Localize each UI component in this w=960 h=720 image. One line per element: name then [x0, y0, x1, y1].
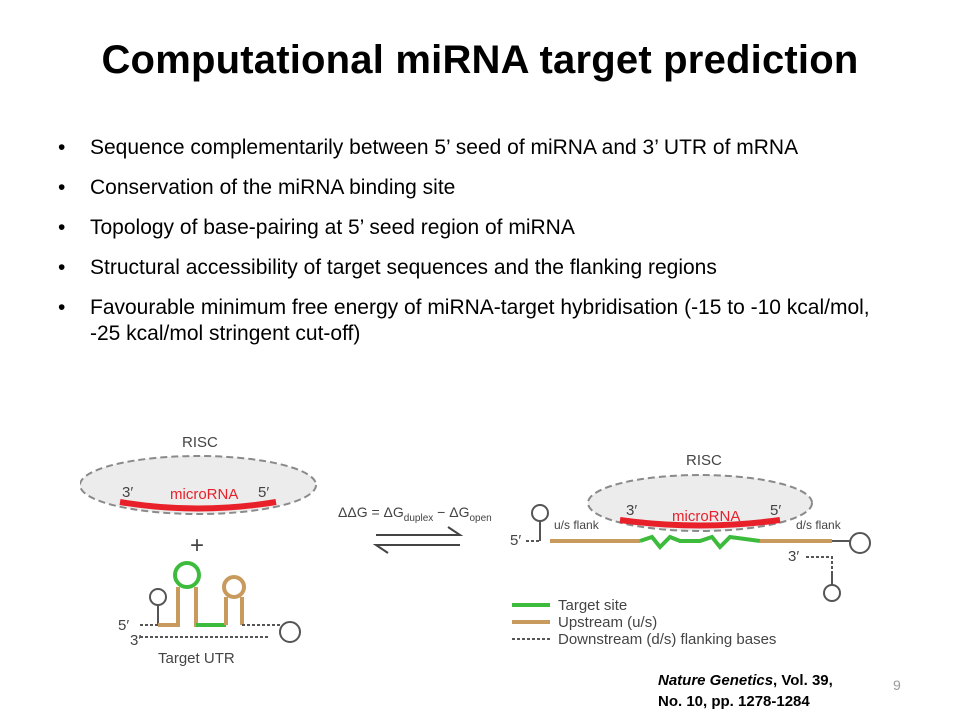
mrna-return-line — [806, 556, 833, 571]
hairpin-stem-3 — [224, 597, 244, 625]
bullet-item: •Structural accessibility of target sequ… — [58, 256, 717, 279]
plus-sign: + — [190, 532, 204, 559]
mrna-five-prime: 5′ — [510, 532, 521, 549]
hairpin-loop-3 — [222, 575, 246, 599]
right-hairpin-loop-3 — [823, 584, 841, 602]
hairpin-loop-end — [279, 621, 301, 643]
slide-title: Computational miRNA target prediction — [101, 38, 859, 82]
us-flank-label: u/s flank — [554, 518, 600, 532]
page-number: 9 — [893, 677, 901, 693]
five-prime-right: 5′ — [770, 502, 781, 519]
bullet-dot: • — [58, 296, 66, 319]
citation-journal: Nature Genetics — [658, 672, 774, 689]
mirna-label-right: microRNA — [672, 508, 740, 525]
bullet-dot: • — [58, 176, 66, 199]
risc-complex-right — [587, 474, 813, 532]
citation-line-2: No. 10, pp. 1278-1284 — [658, 693, 810, 710]
right-hairpin-loop-2 — [849, 532, 871, 554]
risc-label-left: RISC — [182, 434, 218, 451]
ds-flank-label: d/s flank — [796, 518, 842, 532]
energy-equation: ΔΔG = ΔGduplex − ΔGopen — [338, 504, 492, 524]
bullet-list: •Sequence complementarily between 5’ see… — [58, 135, 898, 361]
utr-five-prime: 5′ — [118, 617, 129, 634]
reverse-arrow — [372, 544, 460, 554]
bullet-item: •Topology of base-pairing at 5’ seed reg… — [58, 216, 575, 239]
risc-complex-left — [80, 455, 317, 515]
forward-arrow — [376, 526, 464, 536]
right-hairpin-loop-1 — [531, 504, 549, 522]
three-prime-left: 3′ — [122, 484, 133, 501]
legend-label-downstream: Downstream (d/s) flanking bases — [558, 631, 776, 648]
figure-diagram: RISC 3′ microRNA 5′ + 5′ 3′ Target UTR Δ… — [80, 434, 871, 667]
mirna-label-left: microRNA — [170, 486, 238, 503]
bullet-item: •Favourable minimum free energy of miRNA… — [58, 296, 870, 345]
hairpin-loop-2 — [173, 561, 201, 589]
bullet-dot: • — [58, 136, 66, 159]
citation-volume: , Vol. 39, — [773, 672, 833, 689]
bullet-dot: • — [58, 256, 66, 279]
five-prime-left: 5′ — [258, 484, 269, 501]
mirna-strand-left — [119, 499, 277, 512]
target-site-right — [639, 534, 761, 550]
target-utr-label: Target UTR — [158, 650, 235, 667]
mrna-three-prime: 3′ — [788, 548, 799, 565]
bullet-item: •Conservation of the miRNA binding site — [58, 176, 456, 199]
bullet-dot: • — [58, 216, 66, 239]
three-prime-right: 3′ — [626, 502, 637, 519]
hairpin-loop-1 — [149, 588, 167, 606]
mirna-strand-right — [619, 517, 781, 529]
legend-label-target: Target site — [558, 597, 627, 614]
utr-three-prime: 3′ — [130, 632, 141, 649]
legend-label-upstream: Upstream (u/s) — [558, 614, 657, 631]
citation: Nature Genetics, Vol. 39, No. 10, pp. 12… — [658, 670, 858, 712]
citation-line-1: Nature Genetics, Vol. 39, — [658, 670, 858, 691]
bullet-item: •Sequence complementarily between 5’ see… — [58, 136, 799, 159]
mirna-target-figure: RISC 3′ microRNA 5′ + 5′ 3′ Target UTR Δ… — [80, 425, 900, 675]
risc-label-right: RISC — [686, 452, 722, 469]
